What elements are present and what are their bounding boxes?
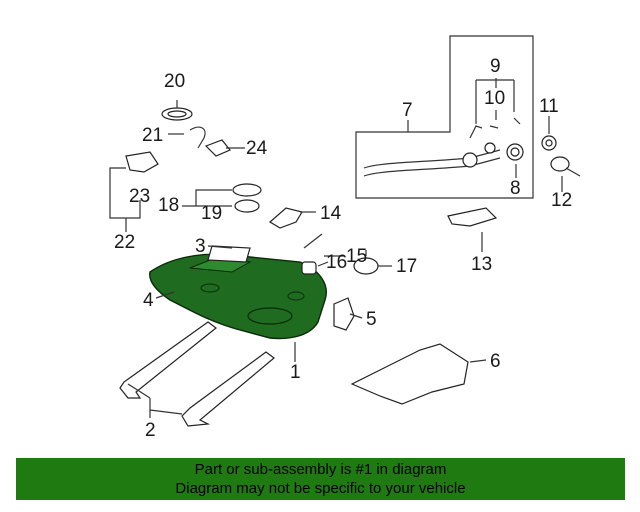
cap-gasket	[506, 143, 524, 161]
callout-24: 24	[246, 138, 268, 159]
callout-11: 11	[539, 96, 559, 117]
callout-16: 16	[326, 252, 347, 273]
fuel-pump	[125, 151, 159, 173]
callout-17: 17	[396, 256, 417, 277]
pump-module	[232, 183, 262, 213]
hose-clamp	[268, 207, 303, 229]
callout-18: 18	[158, 195, 179, 216]
grommet	[301, 261, 317, 275]
leader-lines	[109, 78, 563, 418]
callout-2: 2	[145, 420, 156, 441]
check-valve	[204, 139, 231, 157]
callout-21: 21	[142, 125, 163, 146]
callout-19: 19	[201, 203, 222, 224]
banner-line-1: Part or sub-assembly is #1 in diagram	[194, 461, 447, 478]
callout-8: 8	[510, 178, 521, 199]
callout-20: 20	[164, 71, 185, 92]
filler-pipe	[363, 142, 501, 177]
tank-protector	[350, 343, 469, 405]
tank-straps	[119, 321, 275, 427]
callout-6: 6	[490, 351, 501, 372]
group-box-7	[355, 35, 534, 199]
callout-5: 5	[366, 309, 377, 330]
info-banner: Part or sub-assembly is #1 in diagram Di…	[16, 458, 625, 500]
fuel-tank[interactable]	[149, 253, 327, 340]
filler-bracket	[333, 297, 355, 331]
callout-4: 4	[143, 290, 154, 311]
callout-13: 13	[471, 254, 492, 275]
mount-bracket	[447, 207, 498, 227]
callout-7: 7	[402, 100, 413, 121]
callout-12: 12	[551, 190, 572, 211]
lock-ring	[161, 107, 193, 121]
callout-22: 22	[114, 232, 135, 253]
callout-10: 10	[484, 88, 505, 109]
o-ring	[541, 135, 557, 151]
callout-9: 9	[490, 56, 501, 77]
callout-23: 23	[129, 186, 150, 207]
heat-shield	[207, 245, 251, 263]
callout-1: 1	[290, 362, 301, 383]
clip-bracket	[189, 126, 206, 149]
vent-hose	[469, 117, 521, 139]
hose	[303, 233, 323, 249]
callout-15: 15	[346, 246, 367, 267]
banner-line-2: Diagram may not be specific to your vehi…	[175, 480, 466, 497]
callout-14: 14	[320, 203, 342, 224]
fuel-cap	[550, 156, 581, 177]
callout-3: 3	[195, 236, 206, 257]
